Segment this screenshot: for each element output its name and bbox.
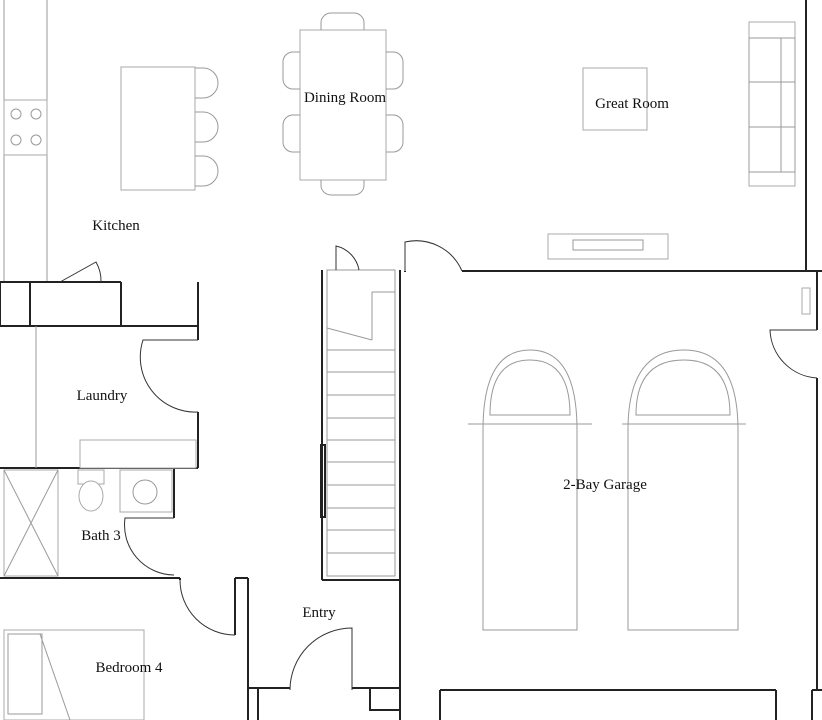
car-right	[622, 349, 746, 631]
car-left	[468, 349, 592, 631]
sink	[119, 469, 173, 513]
shower	[3, 469, 59, 577]
label-kitchen: Kitchen	[92, 218, 140, 234]
label-dining-room: Dining Room	[304, 90, 386, 106]
label-garage: 2-Bay Garage	[563, 477, 647, 493]
label-great-room: Great Room	[595, 96, 669, 112]
fireplace	[547, 233, 669, 260]
sofa	[748, 21, 796, 187]
coffee-table	[582, 67, 648, 131]
label-bedroom4: Bedroom 4	[95, 660, 163, 676]
dining-table	[282, 12, 404, 196]
label-entry: Entry	[302, 605, 336, 621]
label-laundry: Laundry	[77, 388, 128, 404]
kitchen-counter	[3, 0, 48, 282]
doors	[59, 240, 818, 691]
label-bath3: Bath 3	[81, 528, 121, 544]
laundry-counter	[79, 439, 197, 469]
bed	[3, 629, 145, 720]
kitchen-island	[120, 66, 219, 191]
toilet	[77, 469, 105, 512]
staircase	[320, 269, 396, 577]
